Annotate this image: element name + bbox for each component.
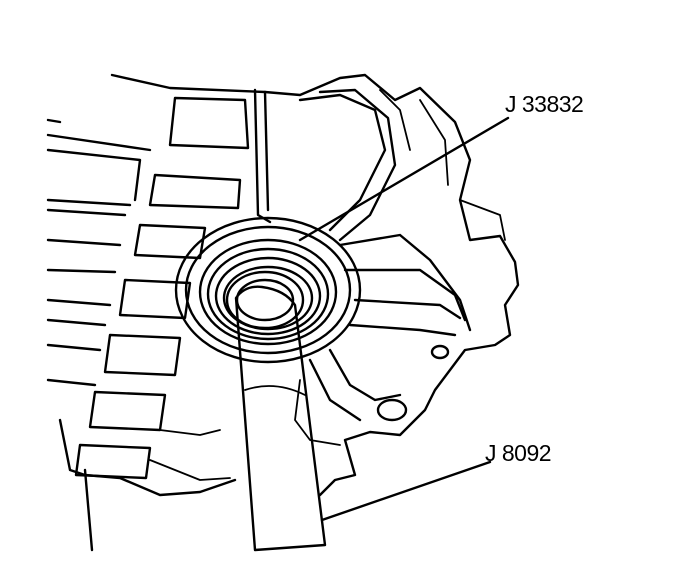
leader-line-seal-installer [298, 116, 510, 242]
case-ribs [46, 88, 272, 481]
callout-seal-installer: J 33832 [505, 91, 584, 117]
leader-lines [298, 116, 510, 522]
case-webbing [294, 88, 472, 446]
transmission-case [46, 73, 520, 552]
driver-handle [234, 285, 327, 552]
callout-driver-handle: J 8092 [485, 440, 552, 466]
seal-bore [174, 216, 362, 364]
leader-line-driver-handle [320, 460, 492, 522]
